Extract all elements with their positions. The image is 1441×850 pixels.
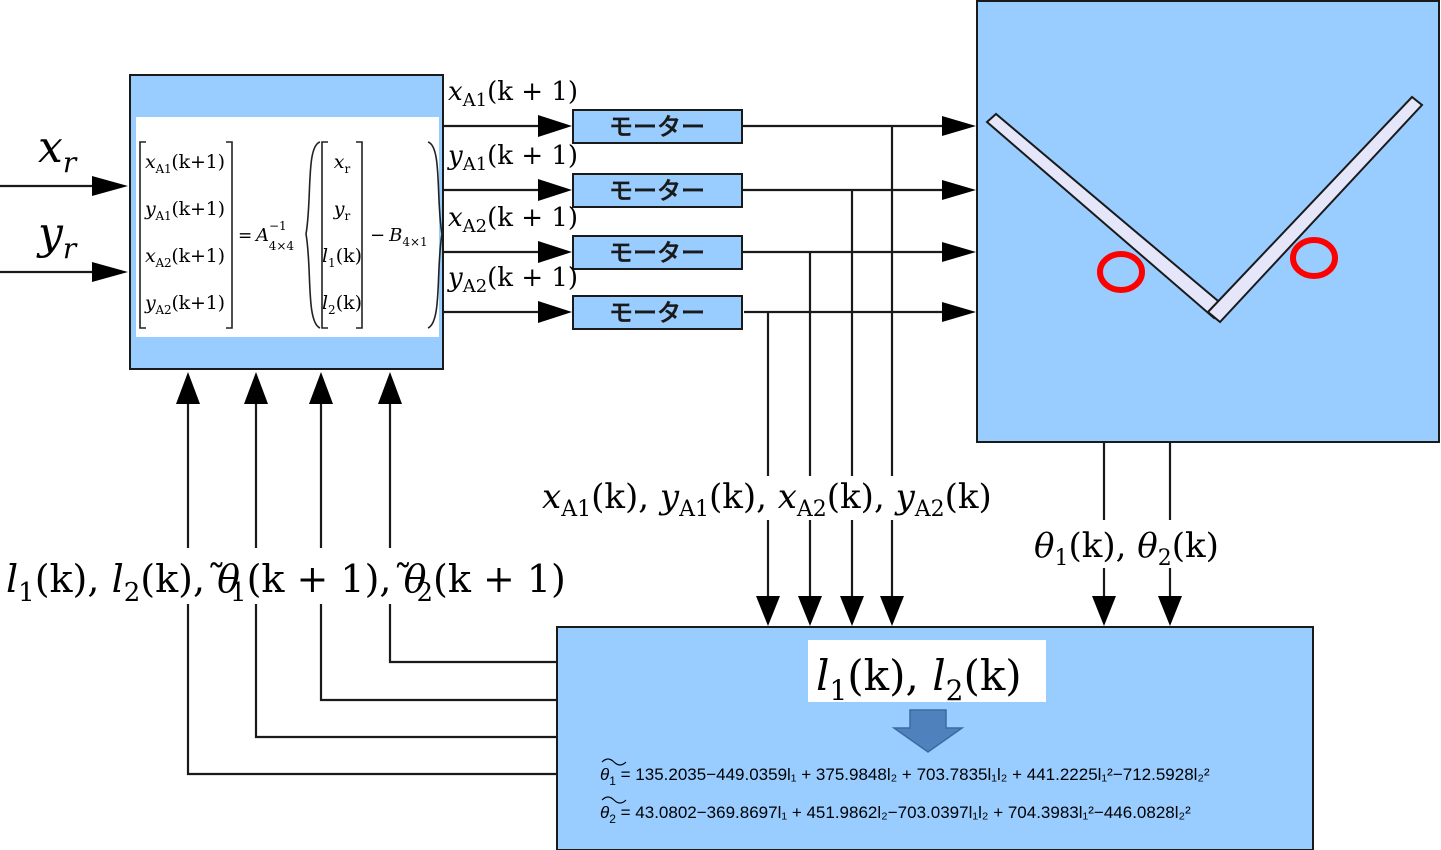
brace-right	[427, 141, 443, 329]
lhs-vector-entry: xA2(k+1)	[145, 245, 225, 270]
input-xr: xr	[0, 122, 128, 196]
arrow-head	[942, 242, 976, 262]
arrow-head	[538, 115, 572, 137]
lhs-vector-entry: xA1(k+1)	[145, 151, 225, 176]
input-yr: yr	[0, 208, 128, 282]
motor-block[interactable]	[572, 295, 743, 330]
bracket-left	[139, 141, 146, 329]
motor-block[interactable]	[572, 173, 743, 208]
down-arrow-icon	[891, 709, 965, 753]
object-circle-right	[1290, 237, 1338, 279]
actuator-feedback-label: xA1(k), yA1(k), xA2(k), yA2(k)	[542, 477, 992, 522]
motor-row: xA2(k + 1) モーター	[443, 203, 743, 270]
controller-inputs-label: l1(k), l2(k), θ̃1(k + 1), θ̃2(k + 1)	[6, 557, 566, 608]
lhs-vector-entry: yA1(k+1)	[144, 198, 225, 223]
motor-command-label: yA2(k + 1)	[447, 263, 578, 297]
rhs-vector-entry: xr	[334, 151, 351, 176]
estimator-title: l1(k), l2(k)	[816, 651, 1022, 707]
arrow-head	[942, 180, 976, 200]
estimator-equations: θ1 = 135.2035−449.0359l₁ + 375.9848l₂ + …	[600, 758, 1210, 826]
rhs-vector-entry: l1(k)	[322, 245, 362, 270]
motor-label: モーター	[609, 177, 705, 205]
arrow-head	[92, 262, 128, 282]
motor-command-label: xA2(k + 1)	[448, 203, 578, 237]
bracket-left	[321, 141, 328, 329]
finger-right	[1206, 95, 1424, 324]
motor-label: モーター	[609, 113, 705, 141]
angle-feedback-wires	[1092, 442, 1182, 626]
arrow-head	[538, 301, 572, 323]
angle-feedback-label: θ1(k), θ2(k)	[1034, 526, 1219, 571]
rhs-vector-entry: l2(k)	[322, 292, 362, 317]
motor-block[interactable]	[572, 109, 743, 144]
bracket-right	[356, 141, 363, 329]
motor-row: xA1(k + 1) モーター	[443, 77, 743, 144]
tilde-accent	[601, 758, 627, 766]
estimator-equation: θ1 = 135.2035−449.0359l₁ + 375.9848l₂ + …	[600, 765, 1210, 788]
arrow-head	[92, 176, 128, 196]
label-backdrop	[0, 548, 592, 604]
plant-block[interactable]	[976, 0, 1440, 443]
rhs-vector: xr yr l1(k) l2(k)	[322, 151, 362, 317]
arrow-head	[942, 302, 976, 322]
object-circle-left	[1097, 251, 1145, 293]
motor-block[interactable]	[572, 235, 743, 270]
estimator-block[interactable]: l1(k), l2(k) θ1 = 135.2035−449.0359l₁ + …	[556, 626, 1314, 850]
estimator-title-panel	[808, 640, 1046, 702]
equals-sign: =	[238, 226, 252, 246]
actuator-feedback-wires	[756, 126, 904, 626]
tilde-accent	[601, 796, 627, 804]
motor-row: yA1(k + 1) モーター	[443, 141, 743, 208]
xr-label: xr	[38, 122, 78, 179]
motor-label: モーター	[609, 299, 705, 327]
vector-B: −B4×1	[370, 225, 428, 249]
bracket-right	[226, 141, 233, 329]
arrow-head	[538, 241, 572, 263]
brace-left	[305, 141, 321, 329]
motor-command-label: yA1(k + 1)	[447, 141, 578, 175]
arrow-head	[942, 116, 976, 136]
yr-label: yr	[36, 208, 78, 265]
motor-rows: xA1(k + 1) モーター yA1(k + 1) モーター xA2(k + 1) モー…	[443, 77, 743, 330]
plant-input-wires	[742, 116, 976, 322]
arrow-head	[538, 179, 572, 201]
estimator-to-controller-wires	[176, 372, 557, 776]
motor-command-label: xA1(k + 1)	[448, 77, 578, 111]
motor-label: モーター	[609, 239, 705, 267]
lhs-vector-entry: yA2(k+1)	[144, 292, 225, 317]
controller-equation-panel	[136, 117, 439, 337]
lhs-vector: xA1(k+1) yA1(k+1) xA2(k+1) yA2(k+1)	[144, 151, 225, 317]
estimator-equation: θ2 = 43.0802−369.8697l₁ + 451.9862l₂−703…	[600, 803, 1191, 826]
motor-row: yA2(k + 1) モーター	[443, 263, 743, 330]
rhs-vector-entry: yr	[333, 198, 351, 223]
